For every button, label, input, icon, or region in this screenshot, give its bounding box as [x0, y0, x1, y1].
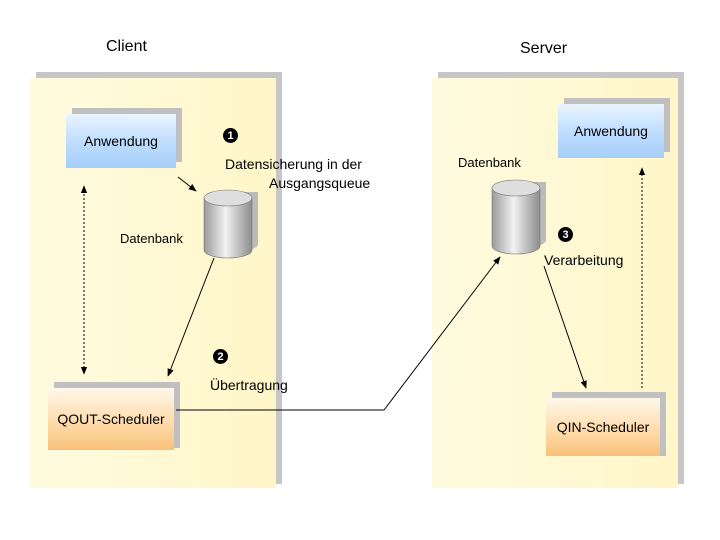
arrow-server-db-to-qin — [543, 265, 587, 389]
client-scheduler-label: QOUT-Scheduler — [57, 411, 165, 427]
step-1-text-line2: Ausgangsqueue — [269, 175, 371, 191]
server-application-box: Anwendung — [558, 104, 664, 158]
step-1-text-line1: Datensicherung in der — [225, 156, 362, 172]
arrow-client-db-to-qout — [167, 257, 215, 377]
arrow-transfer-to-server-db — [176, 256, 501, 411]
client-application-label: Anwendung — [84, 133, 158, 149]
step-3-text: Verarbeitung — [544, 252, 624, 268]
step-3-badge: 3 — [558, 227, 573, 242]
step-1-badge: 1 — [223, 128, 238, 143]
client-database-label: Datenbank — [120, 231, 183, 246]
arrow-app-to-client-db — [177, 176, 197, 192]
client-database-icon — [203, 189, 258, 259]
server-scheduler-label: QIN-Scheduler — [556, 419, 650, 435]
server-database-icon — [491, 179, 546, 255]
step-2-text: Übertragung — [210, 377, 288, 393]
step-2-badge: 2 — [213, 349, 228, 364]
client-application-box: Anwendung — [66, 114, 176, 168]
client-title: Client — [106, 38, 147, 55]
server-application-label: Anwendung — [574, 123, 648, 139]
server-scheduler-box: QIN-Scheduler — [546, 398, 660, 456]
client-scheduler-box: QOUT-Scheduler — [48, 388, 174, 450]
server-title: Server — [520, 40, 568, 57]
server-database-label: Datenbank — [458, 155, 521, 170]
